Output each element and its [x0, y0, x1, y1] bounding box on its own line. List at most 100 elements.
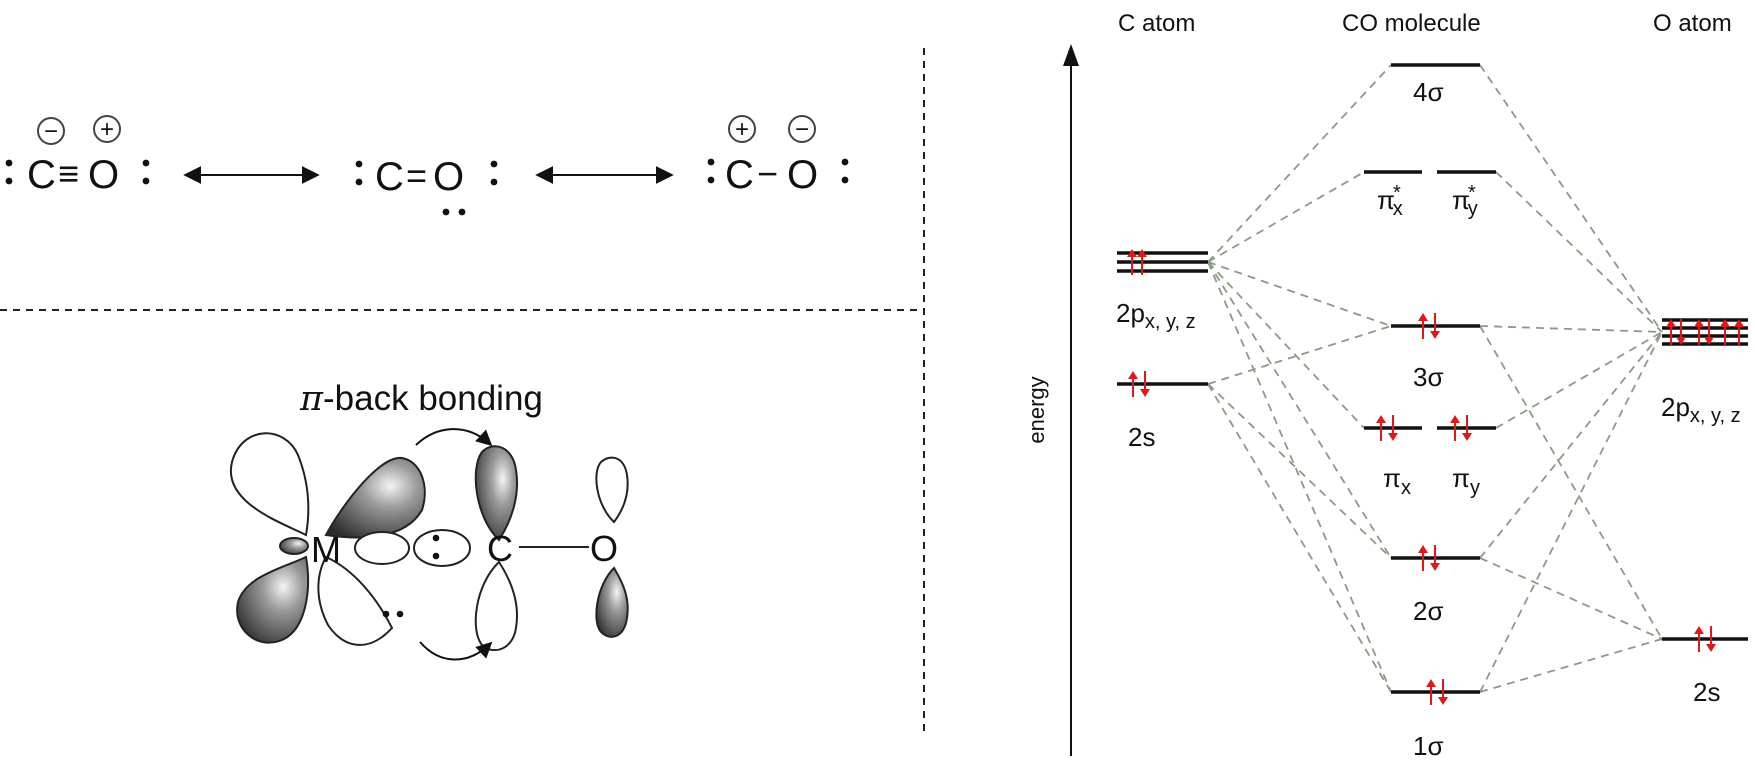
formal-charge-circle	[728, 115, 756, 143]
energy-axis: energy	[1024, 44, 1079, 756]
c-2p-electron-2	[1137, 249, 1147, 275]
metal-small-lobe	[279, 537, 309, 555]
lone-pair-dot	[432, 552, 440, 560]
pi-x-electrons-down	[1388, 415, 1398, 441]
sigma1-label: 1σ	[1413, 731, 1444, 761]
sigma1-electrons-up	[1426, 679, 1436, 705]
connector-c2s-s1	[1207, 383, 1392, 693]
c-2s-electrons-up	[1128, 371, 1138, 397]
oxygen-label: O	[590, 528, 618, 569]
carbon-sigma-lobe	[413, 529, 471, 567]
o-2p-electron-4	[1704, 319, 1714, 345]
formal-charge-circle	[788, 115, 816, 143]
c-atom-labels: 2px, y, z 2s	[1116, 298, 1196, 452]
atom-o: O	[433, 155, 464, 199]
lone-pair-dot	[490, 178, 498, 186]
energy-axis-arrowhead	[1063, 44, 1079, 66]
lone-pair-dot	[355, 178, 363, 186]
sigma3-label: 3σ	[1413, 362, 1444, 392]
o-2s-electrons-down	[1706, 626, 1716, 652]
connector-c2s-s2	[1207, 383, 1392, 559]
backbonding-labels: M C O	[311, 528, 618, 618]
sigma2-electrons-up	[1418, 545, 1428, 571]
lone-pair-dot	[355, 160, 363, 168]
energy-levels	[1117, 63, 1748, 694]
atom-c: C	[27, 153, 56, 197]
resonance-structure-3: C − O + −	[707, 115, 849, 197]
oxygen-p-lobe-top	[595, 456, 629, 524]
lone-pair-dot	[707, 176, 715, 184]
sigma3-electrons-down	[1430, 313, 1440, 339]
connector-c2p-pxs	[1207, 171, 1365, 263]
o-2p-electron-6	[1734, 319, 1744, 345]
lone-pair-dot	[841, 176, 849, 184]
formal-charge-o: +	[100, 116, 114, 143]
backbonding-arrow-bottom	[419, 641, 493, 661]
pi-x-electrons-up	[1376, 415, 1386, 441]
lone-pair-dot	[142, 159, 150, 167]
lone-pair-dot	[841, 158, 849, 166]
lone-pair-dot	[442, 208, 450, 216]
lone-pair-dot	[5, 177, 13, 185]
formal-charge-c: +	[735, 116, 749, 143]
formal-charge-c: −	[44, 118, 58, 145]
o-2s-electrons-up	[1694, 626, 1704, 652]
sigma2-electrons-down	[1430, 545, 1440, 571]
connector-o2s-s2	[1479, 557, 1663, 640]
metal-label: M	[311, 529, 341, 570]
header-o-atom: O atom	[1653, 10, 1732, 37]
o-2s-label: 2s	[1693, 677, 1720, 707]
connector-c2p-s1	[1207, 261, 1392, 693]
pi-x-label: πx	[1383, 463, 1411, 499]
connector-c2s-s3	[1207, 325, 1392, 385]
atom-o: O	[88, 153, 119, 197]
formal-charge-circle	[37, 117, 65, 145]
resonance-structure-1: C ≡ O − +	[5, 115, 150, 197]
sigma4-label: 4σ	[1413, 77, 1444, 107]
formal-charge-circle	[93, 115, 121, 143]
connector-c2p-s2	[1207, 261, 1392, 559]
carbon-label: C	[487, 528, 513, 569]
c-2s-label: 2s	[1128, 422, 1155, 452]
metal-d-lobe-lower-right	[317, 555, 394, 646]
lone-pair-dot	[432, 534, 440, 542]
lone-pair-dot	[490, 160, 498, 168]
connector-o2s-s1	[1479, 638, 1663, 693]
sigma1-electrons-down	[1438, 679, 1448, 705]
title-text: -back bonding	[323, 379, 543, 418]
formal-charge-o: −	[795, 116, 809, 143]
carbon-p-lobe-top	[474, 445, 518, 542]
connector-c2p-s3	[1207, 261, 1392, 327]
metal-d-lobe-upper-right	[324, 456, 426, 539]
pi-y-star-label: π*y	[1452, 182, 1478, 220]
atom-o: O	[787, 153, 818, 197]
connector-o2p-s2	[1479, 331, 1663, 559]
o-2p-label: 2px, y, z	[1661, 392, 1741, 427]
electron-arrows	[1127, 249, 1744, 705]
lone-pair-dot	[5, 159, 13, 167]
connector-c2p-s4	[1207, 64, 1392, 263]
o-2p-electron-5	[1720, 319, 1730, 345]
pi-x-star-label: π*x	[1377, 182, 1403, 220]
pi-symbol: π	[299, 379, 324, 419]
connector-o2p-s3	[1479, 325, 1663, 333]
lone-pair-dot	[458, 208, 466, 216]
co-orbital-labels: 4σ π*x π*y 3σ πx πy 2σ 1σ	[1377, 77, 1480, 761]
lone-pair-dot	[382, 610, 390, 618]
o-atom-labels: 2px, y, z 2s	[1661, 392, 1741, 707]
backbonding-arrow-top	[415, 428, 493, 447]
energy-axis-label: energy	[1024, 376, 1049, 443]
sigma2-label: 2σ	[1413, 596, 1444, 626]
atom-c: C	[725, 153, 754, 197]
c-2s-electrons-down	[1140, 371, 1150, 397]
connector-o2p-s4	[1479, 64, 1663, 333]
resonance-structure-2: C = O	[355, 155, 498, 216]
oxygen-p-lobe-bottom	[595, 566, 629, 638]
header-c-atom: C atom	[1118, 10, 1195, 37]
lone-pair-dot	[396, 610, 404, 618]
lone-pair-dot	[142, 177, 150, 185]
backbonding-orbitals	[229, 432, 629, 651]
o-2p-electron-1	[1666, 319, 1676, 345]
carbon-p-lobe-bottom	[474, 560, 518, 651]
